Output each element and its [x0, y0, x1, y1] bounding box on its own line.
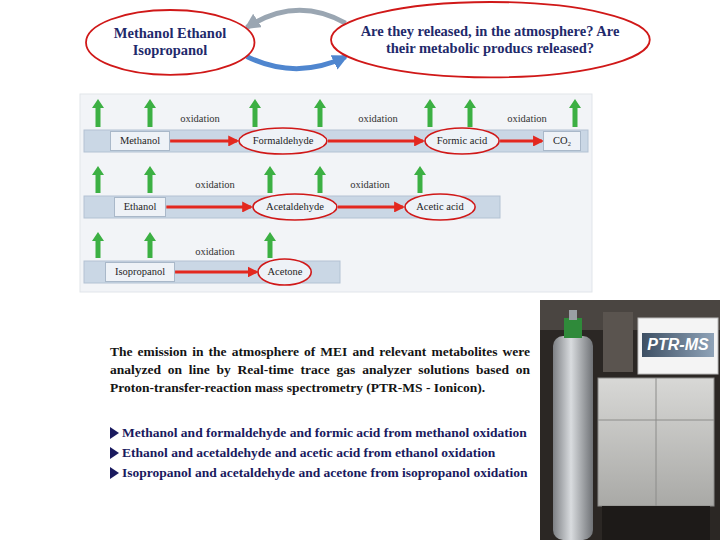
step-label: oxidation [358, 113, 398, 124]
compound-name: Formaldehyde [253, 135, 314, 148]
compound-name: Ethanol [124, 201, 157, 214]
reaction-arrow [328, 139, 423, 142]
reaction-arrow [247, 10, 346, 27]
release-arrow [144, 232, 156, 258]
description-text: The emission in the atmosphere of MEI an… [110, 343, 530, 397]
compound-name: Acetone [267, 266, 302, 279]
pathway-band [84, 130, 588, 152]
ellipse-shape [405, 194, 475, 220]
release-arrow [249, 99, 261, 127]
metabolite-circled: Acetone [257, 258, 312, 286]
release-arrows [92, 99, 581, 258]
bullet-text: Isopropanol and acetaldehyde and acetone… [122, 464, 536, 482]
compound-name: Acetic acid [416, 201, 464, 214]
step-label: oxidation [350, 179, 390, 190]
bullet-arrow [110, 447, 119, 459]
compound-name: Acetaldehyde [266, 201, 324, 214]
release-arrow [414, 166, 426, 193]
bullet-marks [110, 427, 119, 479]
compound-box: Isopropanol [105, 262, 175, 283]
release-arrow [569, 99, 581, 127]
bullet-arrow [110, 467, 119, 479]
metabolite-circled: Acetic acid [404, 193, 476, 221]
step-label: oxidation [180, 113, 220, 124]
release-arrow [464, 99, 476, 127]
ellipse-shape [258, 259, 311, 285]
instrument-photo [540, 300, 720, 540]
release-arrow [92, 99, 104, 127]
question-text: Are they released, in the atmosphere? Ar… [354, 23, 626, 58]
logo-text: PTR-MS [647, 336, 708, 354]
metabolite-circled: Formic acid [424, 127, 500, 155]
compound-name: Methanol [120, 135, 160, 148]
release-arrow [144, 99, 156, 127]
bullet-arrow [110, 427, 119, 439]
reaction-arrow [247, 57, 346, 69]
step-label: oxidation [195, 179, 235, 190]
compound-box: Ethanol [114, 197, 167, 218]
reaction-arrow [338, 205, 403, 208]
release-arrow [424, 99, 436, 127]
question-text: Methanol Ethanol Isopropanol [108, 25, 233, 60]
compound-box: CO₂ [543, 131, 581, 152]
bullet-text: Methanol and formaldehyde and formic aci… [122, 424, 536, 442]
bullet-text: Ethanol and acetaldehyde and acetic acid… [122, 444, 536, 462]
step-label: oxidation [507, 113, 547, 124]
ellipse-shape [239, 128, 327, 154]
reaction-arrow [175, 270, 256, 273]
reaction-arrow [166, 205, 251, 208]
release-arrow [314, 99, 326, 127]
compound-name: CO₂ [553, 135, 571, 148]
compound-name: Isopropanol [115, 266, 165, 279]
ellipse-shape [86, 10, 254, 75]
ellipse-shape [331, 2, 650, 77]
release-arrow [92, 166, 104, 193]
release-arrow [264, 232, 276, 258]
question-ellipse: Are they released, in the atmosphere? Ar… [330, 1, 651, 78]
ellipse-shape [253, 194, 337, 220]
step-label: oxidation [195, 246, 235, 257]
metabolite-circled: Formaldehyde [238, 127, 328, 155]
compound-box: Methanol [110, 131, 170, 152]
release-arrow [92, 232, 104, 258]
pathway-panel [80, 94, 592, 292]
compounds-ellipse: Methanol Ethanol Isopropanol [85, 9, 256, 76]
release-arrow [264, 166, 276, 193]
release-arrow [144, 166, 156, 193]
reaction-arrow [170, 139, 237, 142]
compound-name: Formic acid [437, 135, 487, 148]
metabolite-circled: Acetaldehyde [252, 193, 338, 221]
reaction-arrow [500, 139, 542, 142]
release-arrow [314, 166, 326, 193]
ellipse-shape [425, 128, 499, 154]
